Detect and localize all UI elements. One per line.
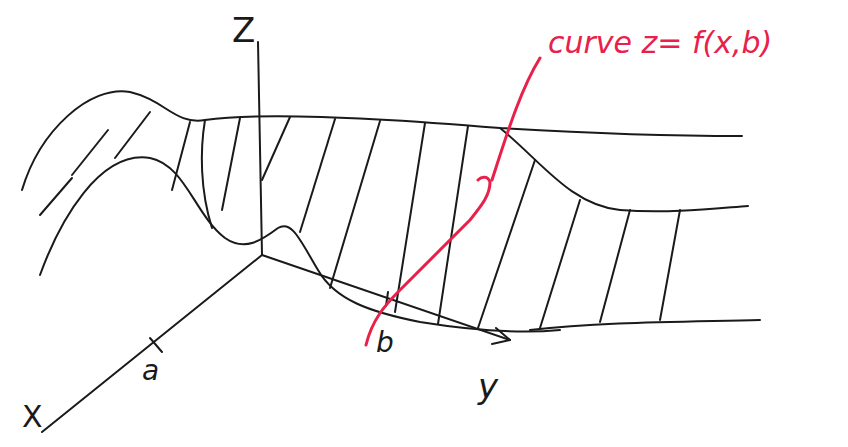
hatch-line [660, 210, 680, 320]
z-axis [258, 42, 262, 255]
tick-label: a [142, 356, 159, 387]
hatch-line [40, 178, 72, 215]
axis-label: X [22, 400, 43, 433]
axis-label: y [478, 368, 498, 405]
curve-label: curve z= f(x,b) [548, 26, 772, 59]
hatch-line [540, 200, 580, 328]
surface-front-edge [40, 157, 560, 331]
leader-line [492, 58, 540, 180]
hatch-line [300, 119, 335, 232]
surface-right-edge [530, 320, 760, 330]
hatch-line [222, 118, 240, 210]
hatch-line [172, 122, 190, 190]
x-axis [42, 255, 262, 432]
surface-back-edge [22, 91, 742, 190]
section-curve [366, 177, 490, 345]
hatch-line [262, 117, 290, 180]
hatch-line [600, 210, 630, 322]
axis-label: Z [232, 12, 255, 49]
hatch-line [330, 121, 380, 288]
hatch-line [478, 160, 535, 328]
tick-label: b [376, 328, 394, 359]
a-tick [150, 338, 162, 352]
hatch-line [115, 112, 150, 158]
surface-left-fold [202, 120, 212, 228]
hatch-line [395, 123, 425, 312]
hatch-line [72, 130, 108, 175]
surface-right-ridge [500, 128, 748, 211]
